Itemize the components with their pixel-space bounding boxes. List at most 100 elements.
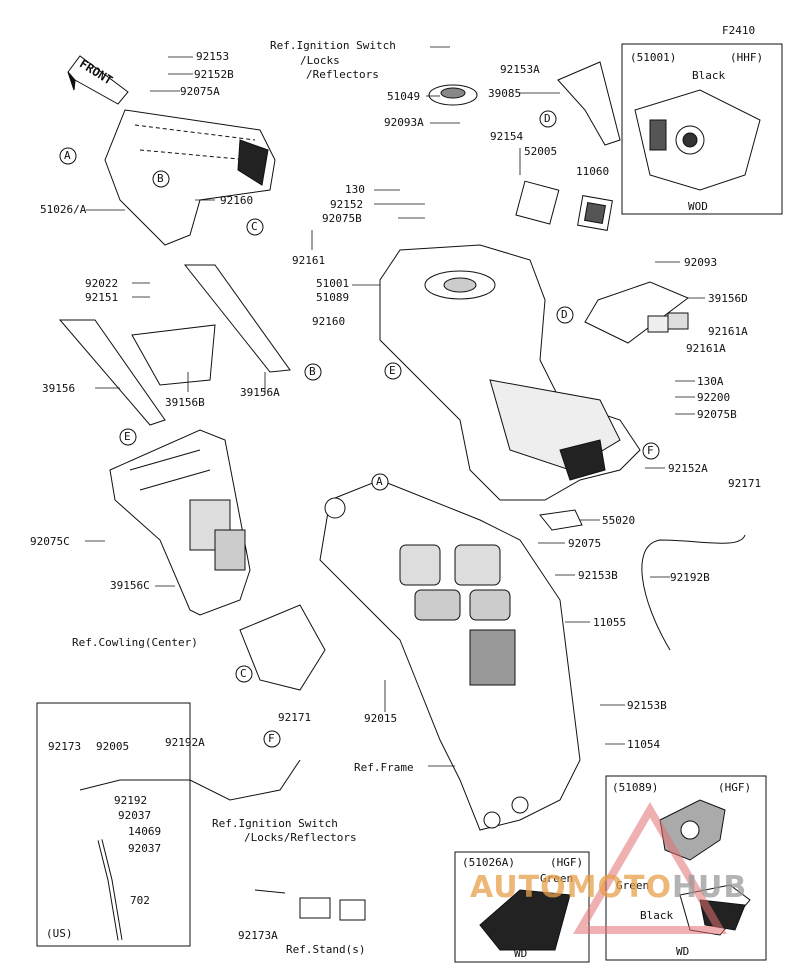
- inset-footer: WD: [676, 945, 690, 958]
- part-number: 39085: [488, 87, 522, 100]
- ref-frame-label: Ref.Frame: [354, 761, 414, 774]
- fuel-tank-51001: [379, 244, 641, 501]
- part-number: 92173A: [238, 929, 278, 942]
- part-number: 92192: [114, 794, 148, 807]
- part-number: 39156B: [165, 396, 205, 409]
- watermark-part1: AUTOMOTO: [470, 870, 672, 905]
- part-number: 92173: [48, 740, 82, 753]
- part-number: 92075: [568, 537, 602, 550]
- leader-lines: [85, 46, 705, 767]
- part-number: 92075B: [322, 212, 362, 225]
- part-number: 92153: [196, 50, 230, 63]
- part-number: 130: [345, 183, 365, 196]
- inset-footer: WOD: [688, 200, 708, 213]
- ignition-switch-parts: [254, 889, 366, 921]
- inset-color-2: Black: [640, 909, 674, 922]
- callout-e: E: [124, 430, 131, 443]
- part-number: 92152: [330, 198, 364, 211]
- inset-code: (51089): [612, 781, 659, 794]
- part-number: 92022: [85, 277, 119, 290]
- part-number: 92160: [220, 194, 254, 207]
- part-number: 92171: [278, 711, 312, 724]
- part-number: 92152B: [194, 68, 234, 81]
- part-number: 92161A: [708, 325, 748, 338]
- front-arrow-icon: [67, 55, 129, 105]
- inset-color: Black: [692, 69, 726, 82]
- us-inset-box: [36, 702, 191, 947]
- inset-code: (51026A): [462, 856, 515, 869]
- part-number: 92200: [697, 391, 731, 404]
- cowling-center: [239, 604, 326, 691]
- part-number: 92161A: [686, 342, 726, 355]
- part-number: 92153B: [627, 699, 667, 712]
- inset-box-51001: [621, 43, 783, 215]
- watermark-part2: HUB: [671, 870, 748, 905]
- ref-cowling-label: Ref.Cowling(Center): [72, 636, 198, 649]
- shroud-39085: [557, 61, 621, 146]
- part-number: 55020: [602, 514, 636, 527]
- ref-locks-reflectors-label: /Locks/Reflectors: [244, 831, 357, 844]
- part-number: 92015: [364, 712, 398, 725]
- part-number: 52005: [524, 145, 558, 158]
- part-number: 92152A: [668, 462, 708, 475]
- pad-39156A: [183, 264, 291, 373]
- side-cover-51026: [104, 109, 276, 246]
- part-number: 11054: [627, 738, 661, 751]
- watermark-text: AUTOMOTOHUB: [470, 870, 747, 905]
- inset-tank-51001: [634, 89, 761, 191]
- part-number: 92075C: [30, 535, 70, 548]
- part-number: 51089: [316, 291, 350, 304]
- hose-92192A: [79, 759, 301, 801]
- inner-panel-39156C: [109, 429, 251, 616]
- fuel-pump-52005: [515, 180, 613, 231]
- figure-code: F2410: [722, 24, 756, 37]
- part-number: 39156A: [240, 386, 280, 399]
- part-number: 11060: [576, 165, 610, 178]
- part-number: 51001: [316, 277, 350, 290]
- inset-color: Green: [540, 872, 574, 885]
- inset-color-1: Green: [616, 879, 650, 892]
- inset-variant: (HGF): [718, 781, 752, 794]
- part-number: 92093A: [384, 116, 424, 129]
- us-label: (US): [46, 927, 73, 940]
- part-number: 92192A: [165, 736, 205, 749]
- part-number: 51049: [387, 90, 421, 103]
- ref-reflectors-label: /Reflectors: [306, 68, 379, 81]
- part-number: 92160: [312, 315, 346, 328]
- part-number: 130A: [697, 375, 724, 388]
- part-number: 39156: [42, 382, 76, 395]
- part-number: 702: [130, 894, 150, 907]
- part-number: 92093: [684, 256, 718, 269]
- part-number: 92171: [728, 477, 762, 490]
- callout-b: B: [309, 365, 316, 378]
- callout-f: F: [268, 732, 275, 745]
- callout-c: C: [251, 220, 258, 233]
- inset-variant: (HHF): [730, 51, 764, 64]
- part-number: 92192B: [670, 571, 710, 584]
- part-number: 39156C: [110, 579, 150, 592]
- ref-ignition-switch-bottom-label: Ref.Ignition Switch: [212, 817, 338, 830]
- part-number: 92151: [85, 291, 119, 304]
- inset-variant: (HGF): [550, 856, 584, 869]
- callout-circles: [59, 110, 660, 748]
- part-number: 92075B: [697, 408, 737, 421]
- part-number: 51026/A: [40, 203, 87, 216]
- pad-55020: [539, 509, 583, 531]
- part-number: 14069: [128, 825, 162, 838]
- inset-box-51089: [605, 775, 767, 961]
- ref-stand-label: Ref.Stand(s): [286, 943, 366, 956]
- part-number: 92005: [96, 740, 130, 753]
- pad-92161A: [647, 315, 669, 333]
- hose-92192B: [641, 534, 746, 651]
- callout-f: F: [647, 444, 654, 457]
- ref-locks-label: /Locks: [300, 54, 340, 67]
- part-number: 92154: [490, 130, 524, 143]
- callout-b: B: [157, 172, 164, 185]
- part-number: 92153A: [500, 63, 540, 76]
- part-number: 92037: [128, 842, 162, 855]
- part-number: 11055: [593, 616, 627, 629]
- callout-d: D: [561, 308, 568, 321]
- callout-e: E: [389, 364, 396, 377]
- part-number: 92037: [118, 809, 152, 822]
